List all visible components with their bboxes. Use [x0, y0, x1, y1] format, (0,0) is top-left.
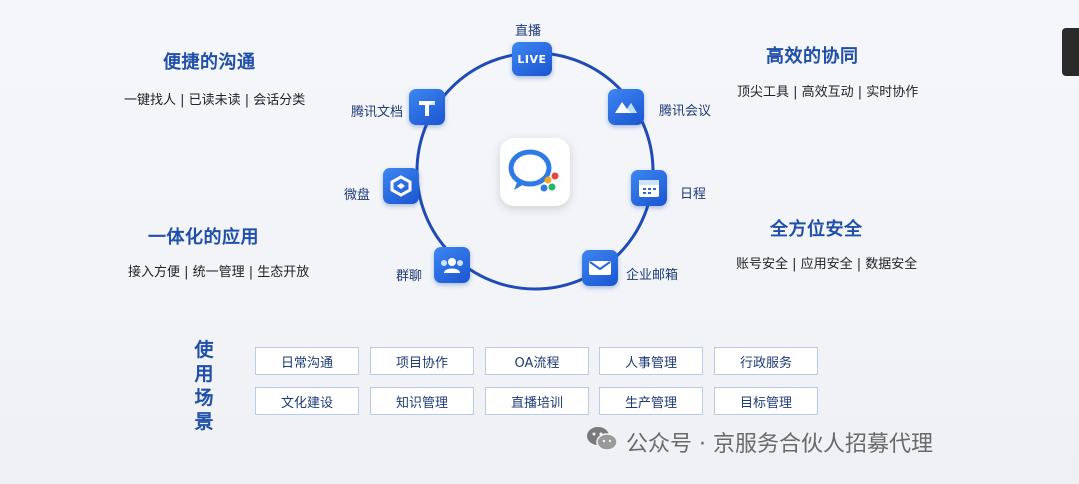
- docs-icon[interactable]: [409, 89, 445, 125]
- efficient-title: 高效的协同: [766, 46, 859, 67]
- watermark: 公众号 · 京服务合伙人招募代理: [586, 424, 933, 460]
- mail-icon[interactable]: [582, 250, 618, 286]
- scenario-title-char: 用: [194, 363, 214, 385]
- scenario-knowledge[interactable]: 知识管理: [370, 387, 474, 415]
- live-badge-text: LIVE: [517, 52, 547, 66]
- security-subtitle: 账号安全 | 应用安全 | 数据安全: [736, 257, 918, 272]
- scenario-title-char: 场: [194, 387, 214, 409]
- scenario-daily-communication[interactable]: 日常沟通: [255, 347, 359, 375]
- edge-tab: [1062, 28, 1079, 76]
- tencent-meeting-icon[interactable]: [608, 89, 644, 125]
- docs-label: 腾讯文档: [351, 105, 404, 120]
- wecom-logo-icon: [500, 138, 570, 206]
- scenario-oa-process[interactable]: OA流程: [485, 347, 589, 375]
- mail-label: 企业邮箱: [626, 268, 679, 283]
- integrated-subtitle: 接入方便 | 统一管理 | 生态开放: [128, 265, 310, 280]
- disk-label: 微盘: [344, 188, 371, 203]
- calendar-icon[interactable]: [631, 170, 667, 206]
- scenario-hr-management[interactable]: 人事管理: [599, 347, 703, 375]
- scenario-live-training[interactable]: 直播培训: [485, 387, 589, 415]
- scenario-culture[interactable]: 文化建设: [255, 387, 359, 415]
- integrated-title: 一体化的应用: [148, 227, 259, 248]
- scenario-project-collab[interactable]: 项目协作: [370, 347, 474, 375]
- scenario-goals[interactable]: 目标管理: [714, 387, 818, 415]
- scenario-title: 使 用 场 景: [190, 338, 218, 434]
- convenient-subtitle: 一键找人 | 已读未读 | 会话分类: [124, 93, 306, 108]
- live-label: 直播: [515, 24, 542, 39]
- disk-icon[interactable]: [383, 168, 419, 204]
- group-chat-label: 群聊: [396, 269, 423, 284]
- scenario-title-char: 使: [194, 339, 214, 361]
- tencent-meeting-label: 腾讯会议: [659, 104, 712, 119]
- efficient-subtitle: 顶尖工具 | 高效互动 | 实时协作: [737, 85, 919, 100]
- live-icon[interactable]: LIVE: [512, 42, 552, 76]
- convenient-title: 便捷的沟通: [163, 52, 256, 73]
- security-title: 全方位安全: [770, 219, 863, 240]
- group-chat-icon[interactable]: [434, 247, 470, 283]
- scenario-title-char: 景: [194, 411, 214, 433]
- wechat-icon: [586, 425, 618, 459]
- calendar-label: 日程: [680, 187, 707, 202]
- scenario-production[interactable]: 生产管理: [599, 387, 703, 415]
- watermark-text: 公众号 · 京服务合伙人招募代理: [626, 432, 933, 457]
- scenario-admin-service[interactable]: 行政服务: [714, 347, 818, 375]
